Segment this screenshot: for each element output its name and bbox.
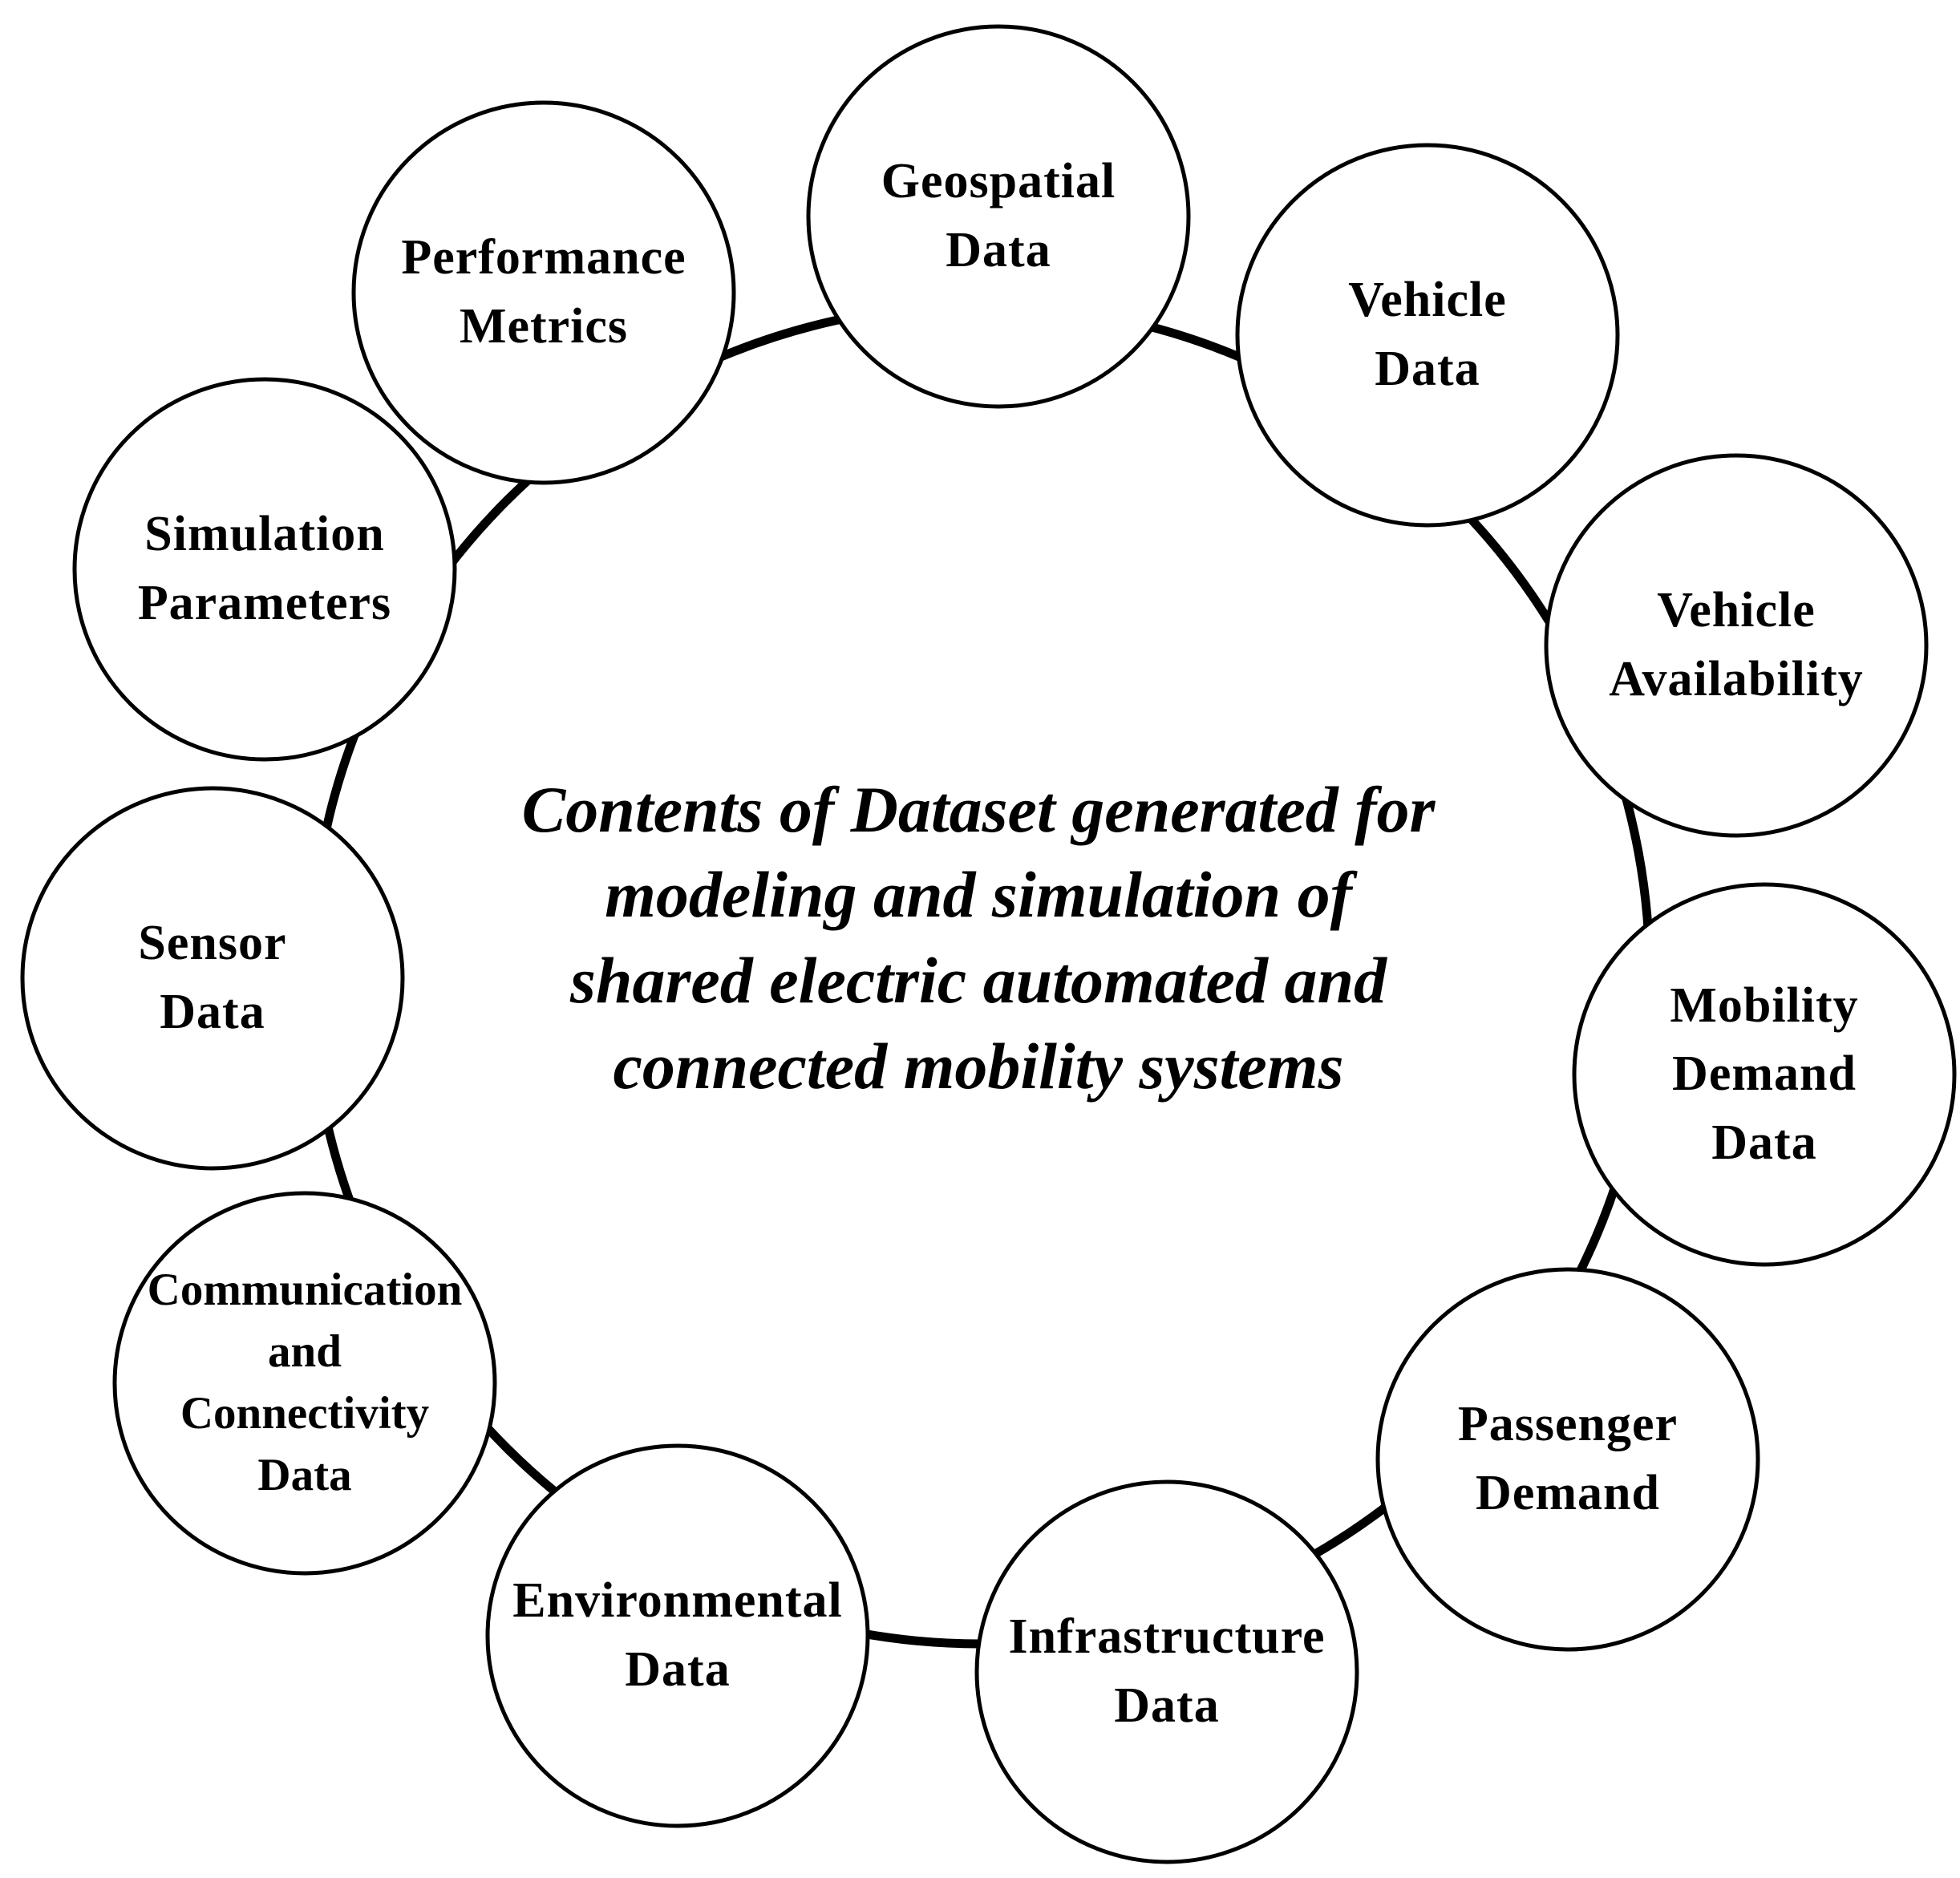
diagram-title-line: Contents of Dataset generated for <box>521 772 1436 846</box>
node-circle-geospatial-data <box>806 24 1191 409</box>
diagram-title-line: modeling and simulation of <box>605 858 1352 932</box>
diagram-title-line: shared electric automated and <box>569 944 1387 1017</box>
node-circle-infrastructure-data <box>974 1479 1359 1864</box>
node-circle-simulation-parameters <box>72 377 457 762</box>
node-circle-mobility-demand-data <box>1572 882 1957 1267</box>
node-circle-sensor-data <box>20 786 405 1171</box>
diagram-title-line: connected mobility systems <box>613 1029 1344 1103</box>
diagram-title: Contents of Dataset generated for modeli… <box>385 754 1572 1123</box>
node-circle-vehicle-availability <box>1544 453 1929 838</box>
node-circles <box>20 24 1957 1864</box>
node-circle-vehicle-data <box>1235 143 1620 528</box>
node-circle-environmental-data <box>485 1443 870 1828</box>
node-circle-passenger-demand <box>1375 1267 1760 1652</box>
node-circle-performance-metrics <box>351 100 736 485</box>
node-circle-communication-connectivity-data <box>112 1191 497 1576</box>
